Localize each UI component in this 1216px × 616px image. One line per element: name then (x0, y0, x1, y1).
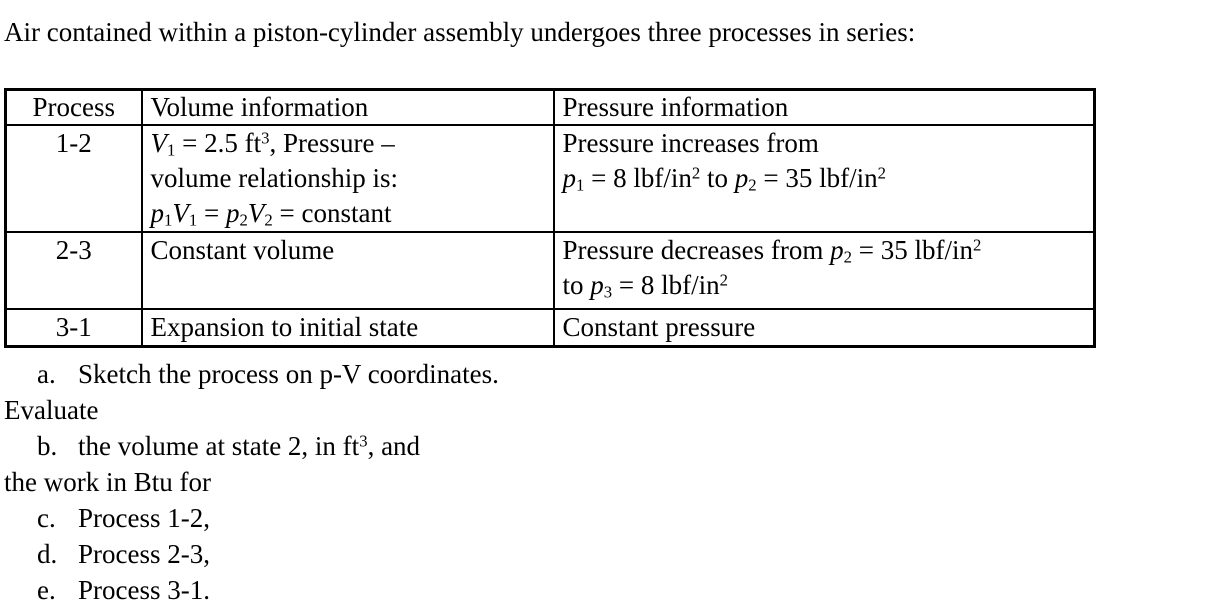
process-row-3-1: 3-1 Expansion to initial state Constant … (4, 308, 1096, 348)
paragraph-text: the work in Btu for (4, 467, 211, 497)
col-header-process: Process (4, 88, 143, 126)
question-item-d: d. Process 2-3, (0, 536, 1216, 572)
question-item-a: a. Sketch the process on p-V coordinates. (0, 356, 1216, 392)
question-item-e: e. Process 3-1. (0, 572, 1216, 608)
item-text: Sketch the process on p-V coordinates. (78, 359, 499, 389)
item-text: Process 1-2, (78, 503, 210, 533)
item-text: the volume at state 2, in ft3, and (78, 431, 421, 461)
question-item-c: c. Process 1-2, (0, 500, 1216, 536)
col-header-volume: Volume information (140, 88, 555, 126)
item-text: Process 2-3, (78, 539, 210, 569)
question-list: a. Sketch the process on p-V coordinates.… (0, 356, 1216, 608)
item-label: b. (37, 431, 58, 461)
paragraph-work-in-btu: the work in Btu for (0, 464, 1216, 500)
process-row-1-2: 1-2 V1 = 2.5 ft3, Pressure –volume relat… (4, 124, 1096, 233)
item-text: Process 3-1. (78, 575, 210, 605)
paragraph-evaluate: Evaluate (0, 392, 1216, 428)
problem-statement: Air contained within a piston-cylinder a… (4, 17, 916, 47)
col-header-pressure: Pressure information (552, 88, 1096, 126)
question-item-b: b. the volume at state 2, in ft3, and (0, 428, 1216, 464)
volume-info-cell: V1 = 2.5 ft3, Pressure –volume relations… (140, 124, 555, 233)
item-label: c. (37, 503, 56, 533)
item-label: d. (37, 539, 58, 569)
process-cell: 2-3 (4, 231, 143, 310)
problem-document: Air contained within a piston-cylinder a… (0, 14, 1216, 608)
process-table: Process Volume information Pressure info… (4, 88, 1096, 348)
process-cell: 1-2 (4, 124, 143, 233)
item-label: a. (37, 359, 56, 389)
pressure-info-cell: Constant pressure (552, 308, 1096, 348)
process-row-2-3: 2-3 Constant volume Pressure decreases f… (4, 231, 1096, 310)
item-label: e. (37, 575, 56, 605)
table-header-row: Process Volume information Pressure info… (4, 88, 1096, 126)
volume-info-cell: Constant volume (140, 231, 555, 310)
process-cell: 3-1 (4, 308, 143, 348)
paragraph-text: Evaluate (4, 395, 99, 425)
volume-info-cell: Expansion to initial state (140, 308, 555, 348)
